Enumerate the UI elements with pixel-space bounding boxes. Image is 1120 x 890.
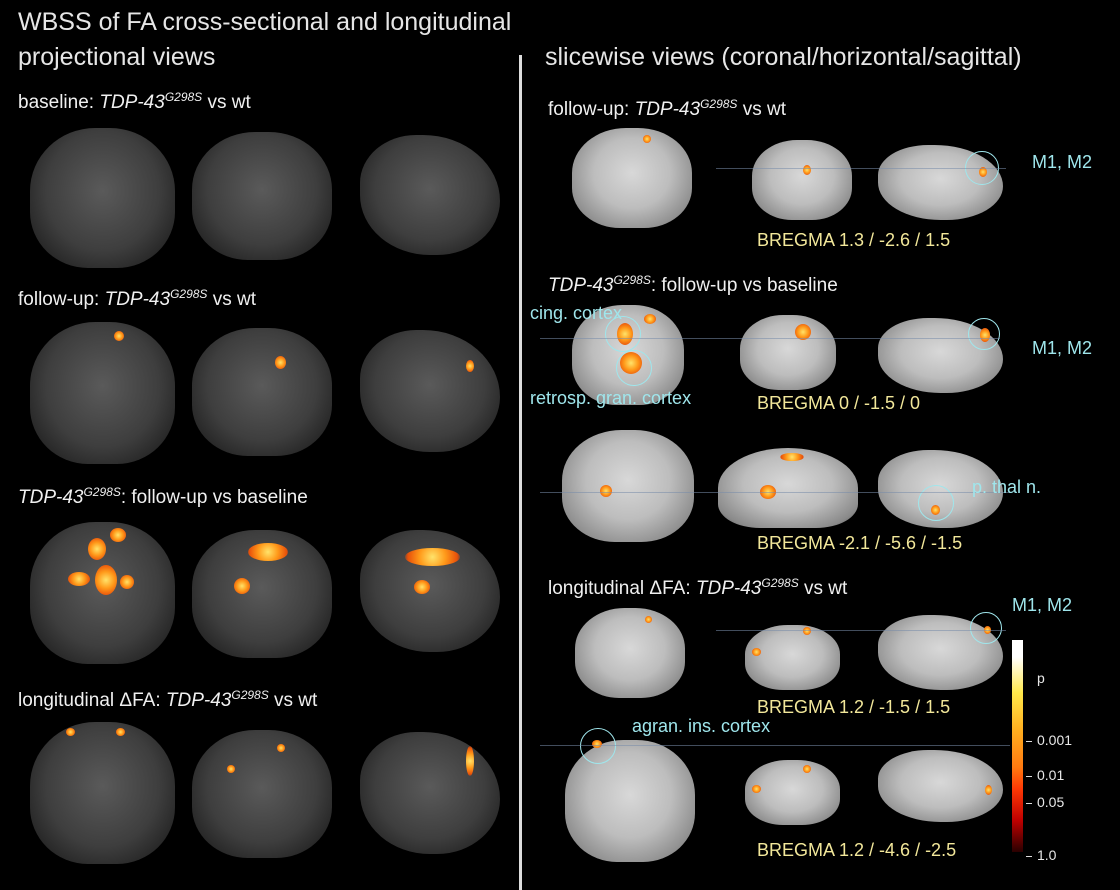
activation-blob bbox=[234, 578, 250, 594]
highlight-circle bbox=[970, 612, 1002, 644]
sagittal-projection bbox=[360, 732, 500, 854]
activation-blob bbox=[95, 565, 117, 595]
activation-blob bbox=[405, 548, 460, 566]
highlight-circle bbox=[616, 350, 652, 386]
activation-blob bbox=[275, 356, 286, 369]
activation-blob bbox=[66, 728, 75, 736]
coronal-projection bbox=[192, 132, 332, 260]
highlight-circle bbox=[580, 728, 616, 764]
activation-blob bbox=[248, 543, 288, 561]
annotation-cing-cortex: cing. cortex bbox=[530, 303, 623, 323]
activation-blob bbox=[644, 314, 656, 324]
bregma-label: BREGMA 1.2 / -1.5 / 1.5 bbox=[757, 697, 951, 717]
p-value-colorbar bbox=[1012, 640, 1023, 852]
bregma-label: BREGMA 0 / -1.5 / 0 bbox=[757, 393, 921, 413]
annotation-m1m2: M1, M2 bbox=[1012, 595, 1073, 615]
bregma-label: BREGMA 1.2 / -4.6 / -2.5 bbox=[757, 840, 957, 860]
coronal-projection bbox=[192, 730, 332, 858]
activation-blob bbox=[795, 324, 811, 340]
activation-blob bbox=[643, 135, 651, 143]
activation-blob bbox=[803, 165, 811, 175]
highlight-circle bbox=[968, 318, 1000, 350]
horizontal-slice bbox=[718, 448, 858, 528]
annotation-m1m2: M1, M2 bbox=[1032, 338, 1093, 358]
coronal-slice bbox=[562, 430, 694, 542]
left-label-followup: follow-up: TDP-43G298S vs wt bbox=[18, 287, 256, 310]
sagittal-slice bbox=[878, 750, 1003, 822]
activation-blob bbox=[780, 453, 804, 461]
left-heading: projectional views bbox=[18, 43, 216, 71]
colorbar-tick-label: 1.0 bbox=[1037, 847, 1057, 863]
dorsal-projection bbox=[30, 322, 175, 464]
right-label-followup: follow-up: TDP-43G298S vs wt bbox=[548, 97, 786, 120]
activation-blob bbox=[803, 765, 811, 773]
activation-blob bbox=[116, 728, 125, 736]
colorbar-tick-label: 0.001 bbox=[1037, 732, 1073, 748]
activation-blob bbox=[68, 572, 90, 586]
highlight-circle bbox=[918, 485, 954, 521]
colorbar-tick bbox=[1026, 741, 1032, 742]
activation-blob bbox=[752, 785, 761, 793]
colorbar-label: p bbox=[1037, 670, 1045, 686]
sagittal-projection bbox=[360, 330, 500, 452]
coronal-slice bbox=[572, 128, 692, 228]
right-label-longitudinal: TDP-43G298S: follow-up vs baseline bbox=[548, 273, 838, 296]
colorbar-tick-label: 0.01 bbox=[1037, 767, 1065, 783]
coronal-slice bbox=[575, 608, 685, 698]
activation-blob bbox=[752, 648, 761, 656]
sagittal-projection bbox=[360, 135, 500, 255]
colorbar-tick-label: 0.05 bbox=[1037, 794, 1065, 810]
right-label-delta-fa: longitudinal ΔFA: TDP-43G298S vs wt bbox=[548, 576, 848, 599]
left-label-baseline: baseline: TDP-43G298S vs wt bbox=[18, 90, 251, 113]
bregma-label: BREGMA -2.1 / -5.6 / -1.5 bbox=[757, 533, 963, 553]
horizontal-slice bbox=[752, 140, 852, 220]
annotation-retrosp-cortex: retrosp. gran. cortex bbox=[530, 388, 692, 408]
coronal-projection bbox=[192, 328, 332, 456]
activation-blob bbox=[227, 765, 235, 773]
bregma-label: BREGMA 1.3 / -2.6 / 1.5 bbox=[757, 230, 951, 250]
horizontal-slice bbox=[745, 760, 840, 825]
crosshair bbox=[716, 168, 1006, 169]
dorsal-projection bbox=[30, 722, 175, 864]
divider bbox=[519, 55, 522, 890]
activation-blob bbox=[414, 580, 430, 594]
annotation-m1m2: M1, M2 bbox=[1032, 152, 1093, 172]
left-label-longitudinal: TDP-43G298S: follow-up vs baseline bbox=[18, 485, 308, 508]
activation-blob bbox=[985, 785, 992, 795]
horizontal-slice bbox=[745, 625, 840, 690]
highlight-circle bbox=[605, 316, 641, 352]
colorbar-tick bbox=[1026, 776, 1032, 777]
activation-blob bbox=[645, 616, 652, 623]
crosshair bbox=[716, 630, 1006, 631]
annotation-agran-cortex: agran. ins. cortex bbox=[632, 716, 771, 736]
right-heading: slicewise views (coronal/horizontal/sagi… bbox=[545, 43, 1022, 71]
activation-blob bbox=[88, 538, 106, 560]
figure-title: WBSS of FA cross-sectional and longitudi… bbox=[18, 8, 512, 36]
activation-blob bbox=[466, 746, 474, 776]
left-label-delta-fa: longitudinal ΔFA: TDP-43G298S vs wt bbox=[18, 688, 318, 711]
crosshair bbox=[540, 338, 1000, 339]
crosshair bbox=[540, 745, 1010, 746]
activation-blob bbox=[110, 528, 126, 542]
colorbar-tick bbox=[1026, 803, 1032, 804]
activation-blob bbox=[466, 360, 474, 372]
activation-blob bbox=[120, 575, 134, 589]
activation-blob bbox=[803, 627, 811, 635]
horizontal-slice bbox=[740, 315, 836, 390]
colorbar-tick bbox=[1026, 856, 1032, 857]
annotation-p-thal: p. thal n. bbox=[972, 477, 1042, 497]
dorsal-projection bbox=[30, 128, 175, 268]
activation-blob bbox=[277, 744, 285, 752]
crosshair bbox=[540, 492, 1010, 493]
activation-blob bbox=[114, 331, 124, 341]
activation-blob bbox=[600, 485, 612, 497]
